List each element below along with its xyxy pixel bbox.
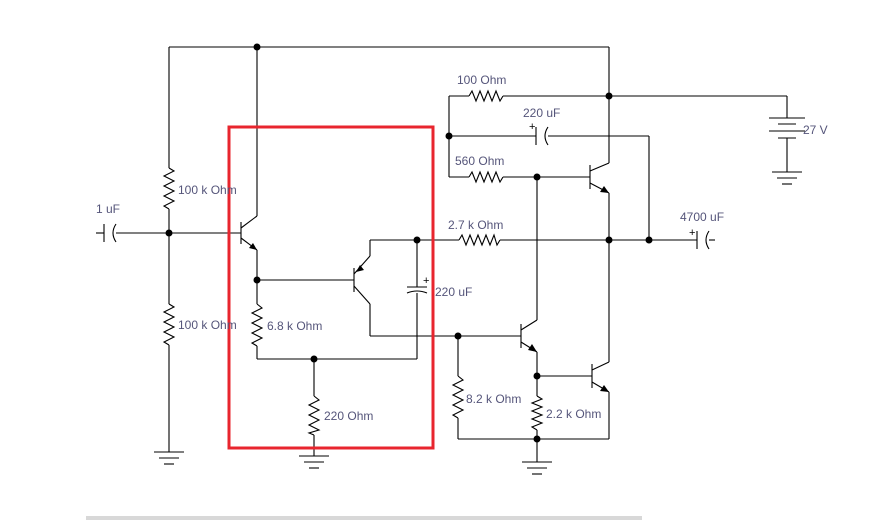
bottom-scrollbar-strip <box>86 516 642 520</box>
resistor-8-2k <box>451 375 465 419</box>
junction-dots <box>165 43 653 443</box>
transistor-q4 <box>520 319 538 353</box>
resistor-100k-bottom <box>162 303 176 346</box>
capacitor-4700uf: + <box>689 227 710 250</box>
svg-text:+: + <box>689 227 695 239</box>
resistors <box>162 89 544 436</box>
transistors <box>240 162 610 393</box>
ground-icon <box>299 455 329 469</box>
ground-icon <box>522 461 552 475</box>
label-r-8-2k: 8.2 k Ohm <box>466 392 521 406</box>
transistor-q5 <box>591 361 610 393</box>
label-r-2-7k: 2.7 k Ohm <box>448 218 503 232</box>
label-r-6-8k: 6.8 k Ohm <box>267 319 322 333</box>
capacitors: + + + <box>103 121 710 294</box>
capacitor-1uf <box>103 223 117 243</box>
label-c-220uf-mid: 220 uF <box>435 285 472 299</box>
label-battery-27v: 27 V <box>803 123 828 137</box>
component-labels: 100 Ohm 220 uF 560 Ohm 27 V 100 k Ohm 1 … <box>96 73 828 423</box>
label-c-4700uf: 4700 uF <box>680 210 724 224</box>
label-r-100k-bottom: 100 k Ohm <box>178 318 237 332</box>
resistor-2-2k <box>530 395 544 431</box>
label-r-220-ohm: 220 Ohm <box>324 409 373 423</box>
resistor-560-ohm <box>468 170 504 184</box>
ground-icon <box>772 171 802 185</box>
label-c-220uf-top: 220 uF <box>523 106 560 120</box>
capacitor-220uf-top: + <box>529 121 549 146</box>
svg-text:+: + <box>423 275 429 287</box>
battery-symbol <box>769 117 805 139</box>
label-r-100-ohm: 100 Ohm <box>457 73 506 87</box>
svg-text:+: + <box>529 121 535 133</box>
label-c-1uf: 1 uF <box>96 202 120 216</box>
label-r-100k-top: 100 k Ohm <box>178 183 237 197</box>
label-r-560-ohm: 560 Ohm <box>455 154 504 168</box>
highlight-box <box>227 125 435 450</box>
transistor-q3 <box>589 162 610 194</box>
resistor-220-ohm <box>307 395 321 436</box>
capacitor-220uf-mid: + <box>406 275 429 294</box>
transistor-q1 <box>240 215 258 251</box>
resistor-100-ohm <box>468 89 504 103</box>
resistor-6-8k <box>250 303 264 347</box>
resistor-2-7k <box>458 233 501 247</box>
ground-icon <box>154 451 184 465</box>
ground-symbols <box>154 171 802 475</box>
resistor-100k-top <box>162 167 176 210</box>
wires <box>96 46 788 462</box>
transistor-q2 <box>353 255 371 305</box>
label-r-2-2k: 2.2 k Ohm <box>546 407 601 421</box>
